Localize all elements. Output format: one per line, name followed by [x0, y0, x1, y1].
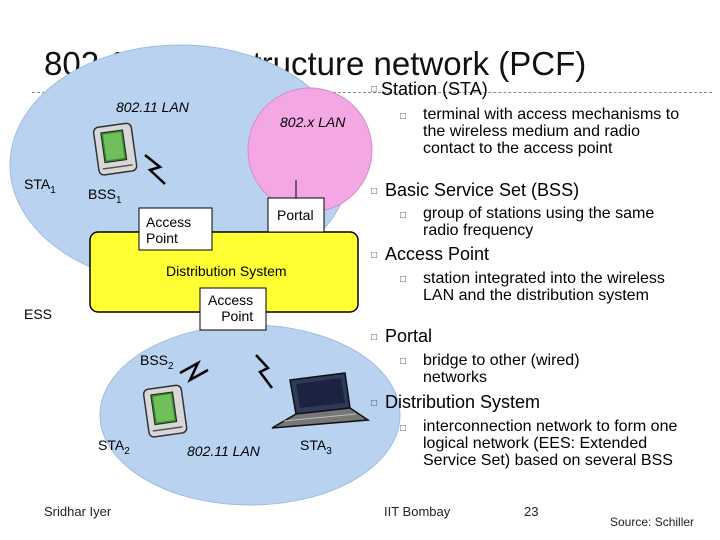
portal-box: [267, 197, 325, 233]
bullet-marker-icon: □: [371, 250, 378, 261]
bullet-heading-access-point: Access Point: [385, 244, 490, 264]
bss1-label: BSS1: [88, 186, 122, 206]
bullet-text-distribution-system: interconnection network to form one logi…: [423, 418, 678, 469]
sub-bullet-marker-icon: □: [400, 423, 407, 434]
distribution-system-label: Distribution System: [166, 263, 287, 279]
title-divider: [32, 92, 712, 93]
footer-page-number: 23: [524, 504, 539, 519]
laptop-icon-sta3: [271, 372, 371, 429]
bullet-heading-portal: Portal: [385, 326, 433, 346]
sta2-label: STA2: [98, 437, 130, 457]
radio-link-icon-1: [144, 154, 166, 185]
sta3-label: STA3: [300, 437, 332, 457]
bullet-marker-icon: □: [371, 84, 378, 95]
bss2-label: BSS2: [140, 352, 174, 372]
bullet-marker-icon: □: [371, 332, 378, 343]
bullet-text-access-point: station integrated into the wireless LAN…: [423, 270, 665, 304]
bullet-marker-icon: □: [371, 398, 378, 409]
bullet-marker-icon: □: [371, 186, 378, 197]
bullet-text-bss: group of stations using the same radio f…: [423, 205, 655, 239]
footer-author: Sridhar Iyer: [44, 504, 112, 519]
mobile-device-icon-sta2: [142, 384, 188, 438]
bullet-text-station: terminal with access mechanisms to the w…: [423, 106, 680, 157]
bullet-text-portal: bridge to other (wired) networks: [423, 352, 580, 386]
access-point-2-box: [199, 287, 267, 331]
ess-label: ESS: [24, 306, 53, 322]
lan-bottom-label: 802.11 LAN: [187, 443, 260, 459]
bullet-heading-distribution-system: Distribution System: [385, 392, 541, 412]
portal-label: Portal: [277, 207, 314, 223]
bullet-heading-bss: Basic Service Set (BSS): [385, 180, 580, 200]
footer-source: Source: Schiller: [610, 515, 695, 529]
sub-bullet-marker-icon: □: [400, 356, 407, 367]
radio-link-icon-2: [179, 360, 209, 383]
bullet-heading-station: Station (STA): [381, 79, 488, 99]
sub-bullet-marker-icon: □: [400, 111, 407, 122]
radio-link-icon-3: [255, 354, 273, 389]
footer-institute: IIT Bombay: [384, 504, 451, 519]
sub-bullet-marker-icon: □: [400, 210, 407, 221]
xlan-label: 802.x LAN: [280, 114, 346, 130]
xlan-cloud: [247, 87, 373, 213]
access-point-2-label: Access Point: [208, 292, 254, 324]
lan-top-label: 802.11 LAN: [116, 99, 189, 115]
sta1-label: STA1: [24, 176, 56, 196]
access-point-1-box: [138, 207, 213, 251]
sub-bullet-marker-icon: □: [400, 274, 407, 285]
access-point-1-label: Access Point: [146, 214, 192, 246]
mobile-device-icon-sta1: [92, 122, 138, 176]
